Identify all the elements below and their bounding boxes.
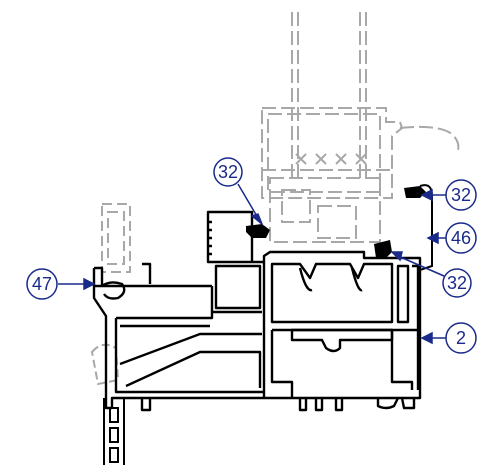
gaskets bbox=[246, 186, 426, 258]
callout-32-lower-right: 32 bbox=[447, 273, 467, 293]
ghost-spacer-crosses bbox=[295, 153, 367, 165]
wall-section bbox=[103, 398, 125, 465]
ghost-lower-left-bracket bbox=[90, 343, 120, 386]
bracket-46 bbox=[419, 184, 433, 272]
callout-46: 46 bbox=[451, 228, 471, 248]
frame-profile bbox=[92, 210, 422, 412]
callout-circles bbox=[26, 157, 477, 354]
callout-32-right-top: 32 bbox=[451, 185, 471, 205]
callout-47: 47 bbox=[32, 274, 52, 294]
callout-arrows bbox=[58, 183, 448, 345]
callout-2: 2 bbox=[456, 328, 466, 348]
gasket-right-top bbox=[404, 186, 426, 198]
gasket-center bbox=[374, 240, 392, 258]
callout-labels: 32 32 46 32 47 2 bbox=[32, 162, 471, 348]
ghost-sash bbox=[261, 12, 460, 243]
callout-32-top-left: 32 bbox=[218, 162, 238, 182]
ghost-left-profile bbox=[101, 203, 131, 273]
